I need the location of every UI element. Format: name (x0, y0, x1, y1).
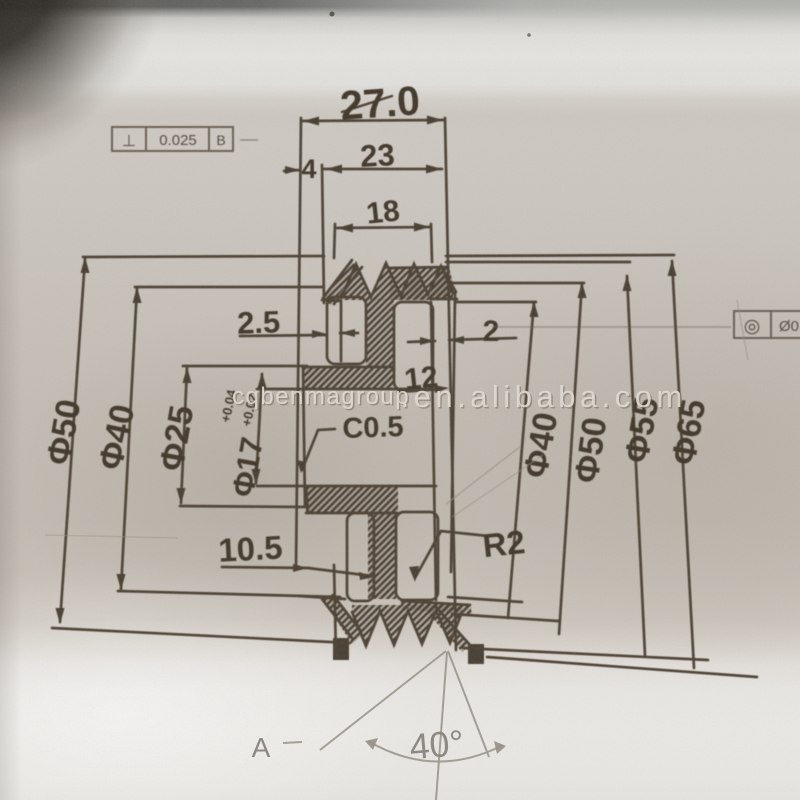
svg-text:cqbenmagroup: cqbenmagroup (232, 383, 410, 410)
svg-text:.en.alibaba.com: .en.alibaba.com (402, 381, 688, 416)
svg-text:cqbenmagroup: cqbenmagroup (234, 385, 412, 412)
svg-text:.en.alibaba.com: .en.alibaba.com (401, 379, 687, 414)
